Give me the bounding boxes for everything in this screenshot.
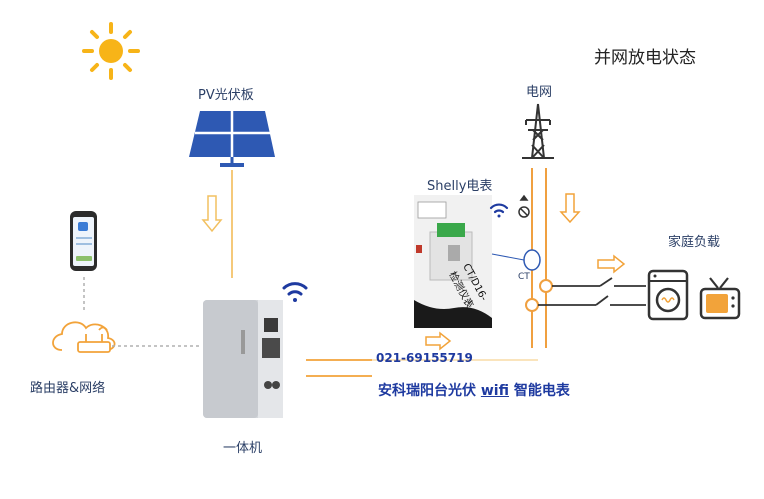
phone-icon (70, 211, 97, 271)
brand-wifi: wifi (480, 383, 509, 399)
load-label: 家庭负载 (668, 235, 721, 250)
contact-phone: 021-69155719 (376, 351, 473, 365)
grid-flow-arrow (559, 193, 581, 224)
inverter-flow-arrow (425, 331, 452, 351)
diagram-title: 并网放电状态 (594, 48, 696, 68)
brand-prefix: 安科瑞阳台光伏 (378, 383, 481, 399)
router-cloud-icon (52, 321, 116, 353)
solar-panel-icon (189, 111, 275, 167)
ct-label: CT (518, 272, 530, 282)
meter-wifi-icon (489, 203, 509, 218)
router-label: 路由器&网络 (30, 381, 106, 396)
inverter-label: 一体机 (223, 441, 263, 456)
shelly-label: Shelly电表 (427, 179, 493, 194)
pv-flow-arrow (201, 195, 223, 233)
pv-label: PV光伏板 (198, 88, 254, 103)
wifi-icon (282, 282, 308, 302)
brand-text: 安科瑞阳台光伏 wifi 智能电表 (378, 380, 570, 400)
tv-icon (699, 277, 741, 320)
grid-label: 电网 (526, 85, 553, 100)
probe-icon (518, 194, 530, 218)
brand-suffix: 智能电表 (508, 383, 570, 399)
transmission-tower-icon (522, 103, 554, 159)
meter-device-icon (414, 195, 492, 328)
washing-machine-icon (647, 269, 689, 321)
inverter-unit-icon (203, 300, 283, 418)
ct-ring (523, 249, 541, 271)
load-flow-arrow (597, 254, 626, 274)
sun-icon (82, 22, 140, 80)
